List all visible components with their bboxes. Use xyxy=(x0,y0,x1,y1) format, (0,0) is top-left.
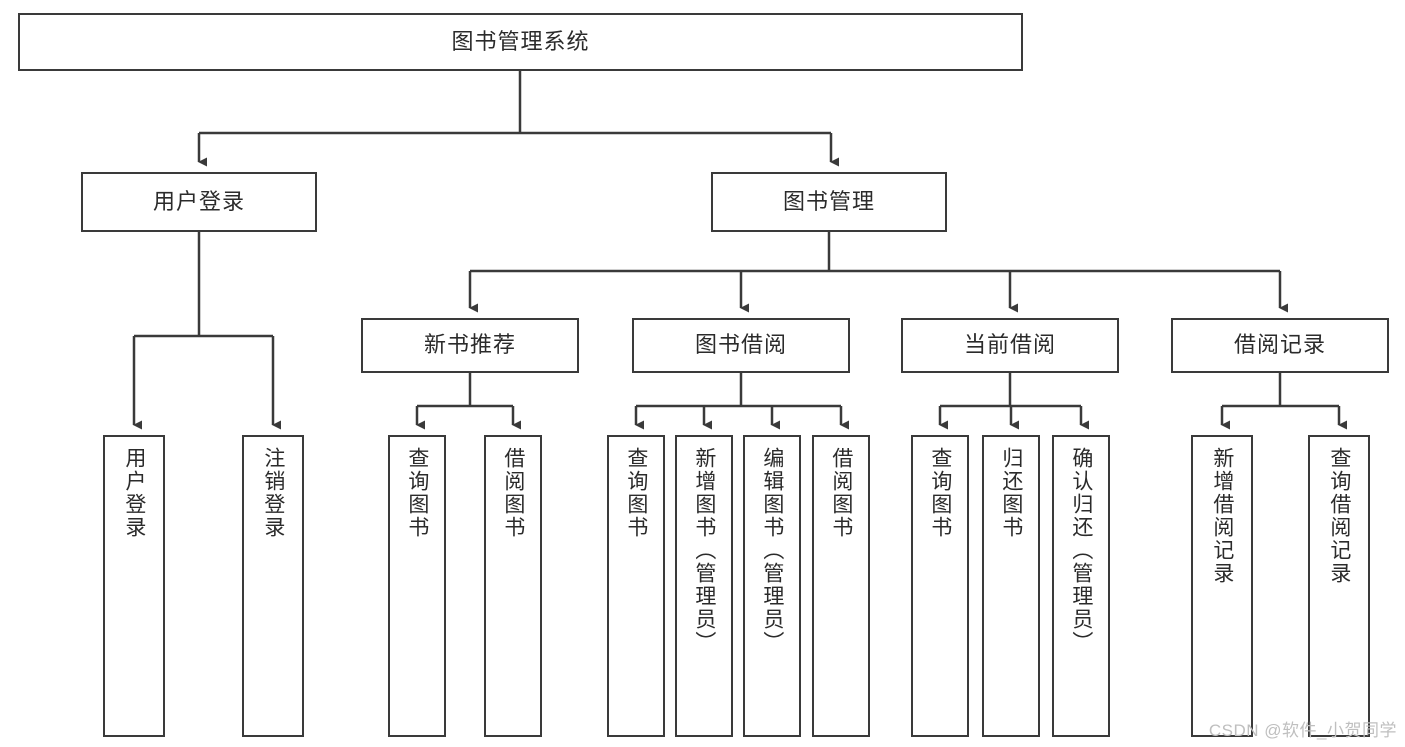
node-leaf-borrow-book-2[interactable]: 借阅图书 xyxy=(812,435,870,737)
node-current-borrow[interactable]: 当前借阅 xyxy=(901,318,1119,373)
node-leaf-add-book[interactable]: 新增图书（管理员） xyxy=(675,435,733,737)
node-leaf-query-record[interactable]: 查询借阅记录 xyxy=(1308,435,1370,737)
node-new-book-recommend[interactable]: 新书推荐 xyxy=(361,318,579,373)
node-book-borrow[interactable]: 图书借阅 xyxy=(632,318,850,373)
node-book-manage-label: 图书管理 xyxy=(782,188,875,214)
new-book-recommend-to-leaves-connectors xyxy=(415,373,521,430)
node-leaf-add-book-label: 新增图书（管理员） xyxy=(692,447,716,654)
node-leaf-query-book-2-label: 查询图书 xyxy=(624,447,648,539)
node-book-manage[interactable]: 图书管理 xyxy=(711,172,947,232)
node-user-login[interactable]: 用户登录 xyxy=(81,172,317,232)
node-leaf-query-record-label: 查询借阅记录 xyxy=(1327,447,1351,585)
book-borrow-to-leaves-connectors xyxy=(634,373,849,430)
node-leaf-query-book-2[interactable]: 查询图书 xyxy=(607,435,665,737)
node-leaf-borrow-book-2-label: 借阅图书 xyxy=(829,447,853,539)
node-leaf-add-record[interactable]: 新增借阅记录 xyxy=(1191,435,1253,737)
node-leaf-query-book-3-label: 查询图书 xyxy=(928,447,952,539)
node-user-login-label: 用户登录 xyxy=(152,188,245,214)
node-borrow-record[interactable]: 借阅记录 xyxy=(1171,318,1389,373)
current-borrow-to-leaves-connectors xyxy=(938,373,1089,430)
book-manage-to-level3-connectors xyxy=(468,232,1288,313)
node-leaf-borrow-book-1[interactable]: 借阅图书 xyxy=(484,435,542,737)
node-leaf-edit-book[interactable]: 编辑图书（管理员） xyxy=(743,435,801,737)
node-new-book-recommend-label: 新书推荐 xyxy=(423,332,516,358)
node-leaf-edit-book-label: 编辑图书（管理员） xyxy=(760,447,784,654)
borrow-record-to-leaves-connectors xyxy=(1220,373,1347,430)
node-leaf-borrow-book-1-label: 借阅图书 xyxy=(501,447,525,539)
node-root-label: 图书管理系统 xyxy=(451,28,590,54)
watermark-text: CSDN @软件_小贺同学 xyxy=(1208,721,1397,740)
node-leaf-return-book-label: 归还图书 xyxy=(999,447,1023,539)
node-leaf-query-book-1-label: 查询图书 xyxy=(405,447,429,539)
node-leaf-query-book-3[interactable]: 查询图书 xyxy=(911,435,969,737)
node-book-borrow-label: 图书借阅 xyxy=(694,332,787,358)
node-leaf-return-book[interactable]: 归还图书 xyxy=(982,435,1040,737)
root-to-level2-connectors xyxy=(197,71,839,167)
node-leaf-user-login[interactable]: 用户登录 xyxy=(103,435,165,737)
user-login-to-leaves-connectors xyxy=(132,232,281,430)
node-leaf-user-login-label: 用户登录 xyxy=(122,447,146,539)
node-leaf-logout[interactable]: 注销登录 xyxy=(242,435,304,737)
node-borrow-record-label: 借阅记录 xyxy=(1233,332,1326,358)
node-leaf-query-book-1[interactable]: 查询图书 xyxy=(388,435,446,737)
node-leaf-confirm-return-label: 确认归还（管理员） xyxy=(1069,447,1093,654)
node-current-borrow-label: 当前借阅 xyxy=(963,332,1056,358)
node-leaf-add-record-label: 新增借阅记录 xyxy=(1210,447,1234,585)
node-leaf-confirm-return[interactable]: 确认归还（管理员） xyxy=(1052,435,1110,737)
node-leaf-logout-label: 注销登录 xyxy=(261,447,285,539)
node-root[interactable]: 图书管理系统 xyxy=(18,13,1023,71)
